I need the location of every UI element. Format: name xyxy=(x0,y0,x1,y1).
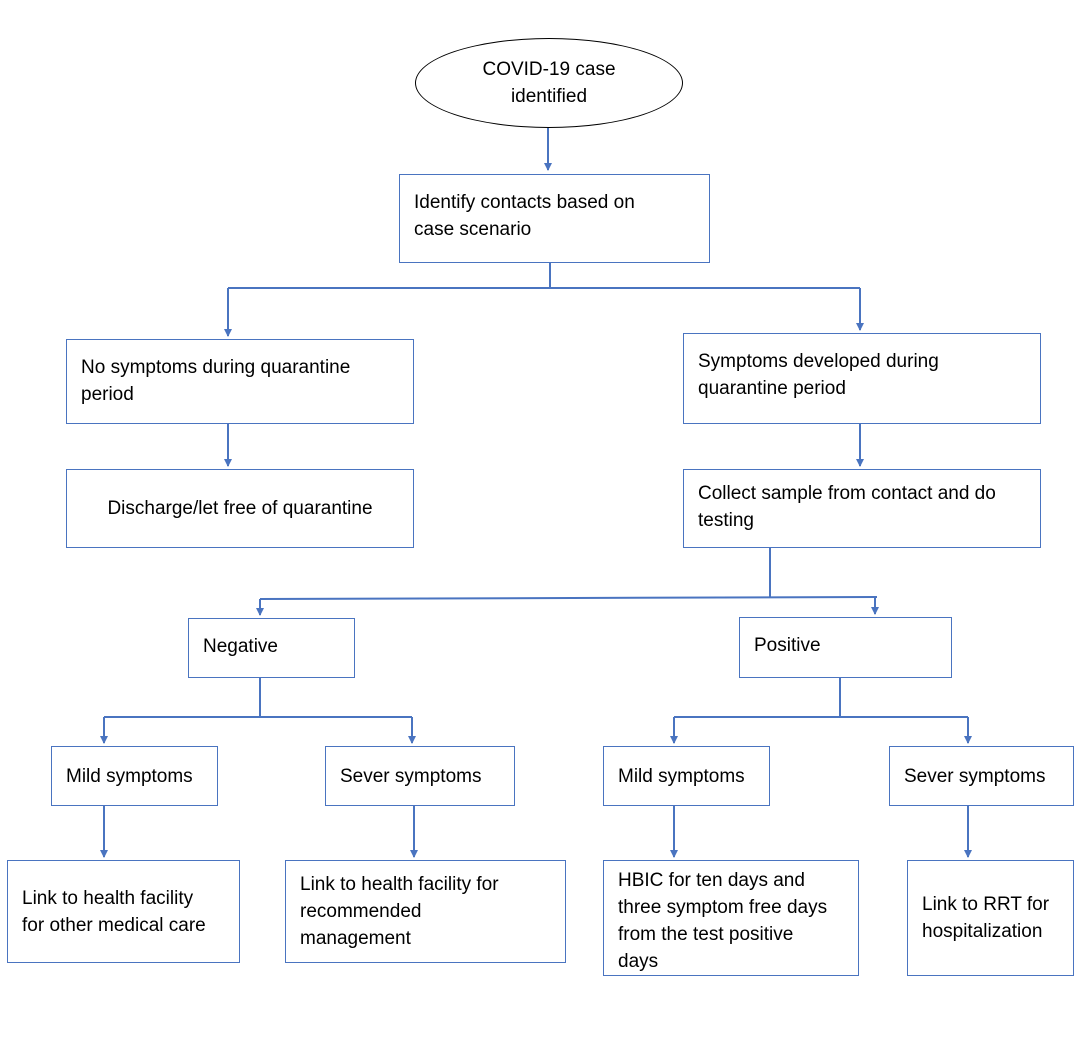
discharge-box: Discharge/let free of quarantine xyxy=(66,469,414,548)
neg-severe-symptoms-box: Sever symptoms xyxy=(325,746,515,806)
neg-mild-action-box: Link to health facility for other medica… xyxy=(7,860,240,963)
start-ellipse-text: COVID-19 case identified xyxy=(482,59,616,107)
identify-contacts-text: Identify contacts based on case scenario xyxy=(414,192,635,240)
neg-mild-action-text: Link to health facility for other medica… xyxy=(22,887,206,936)
connector-negative-split xyxy=(104,678,412,718)
no-symptoms-text: No symptoms during quarantine period xyxy=(81,357,351,405)
no-symptoms-box: No symptoms during quarantine period xyxy=(66,339,414,424)
positive-text: Positive xyxy=(754,635,821,656)
pos-severe-action-text: Link to RRT for hospitalization xyxy=(922,894,1050,942)
negative-text: Negative xyxy=(203,636,278,657)
connector-identify-split xyxy=(228,263,860,289)
pos-severe-symptoms-box: Sever symptoms xyxy=(889,746,1074,806)
pos-mild-symptoms-text: Mild symptoms xyxy=(618,765,745,787)
pos-severe-symptoms-text: Sever symptoms xyxy=(904,765,1046,787)
neg-mild-symptoms-box: Mild symptoms xyxy=(51,746,218,806)
pos-mild-action-box: HBIC for ten days and three symptom free… xyxy=(603,860,859,976)
pos-mild-action-text: HBIC for ten days and three symptom free… xyxy=(618,870,828,972)
symptoms-developed-text: Symptoms developed during quarantine per… xyxy=(698,351,939,399)
identify-contacts-box: Identify contacts based on case scenario xyxy=(399,174,710,263)
neg-severe-action-box: Link to health facility for recommended … xyxy=(285,860,566,963)
start-ellipse: COVID-19 case identified xyxy=(415,38,683,128)
connector-positive-split xyxy=(674,678,968,718)
connector-collect-split xyxy=(259,548,878,600)
pos-severe-action-box: Link to RRT for hospitalization xyxy=(907,860,1074,976)
neg-severe-action-text: Link to health facility for recommended … xyxy=(300,874,499,949)
collect-sample-text: Collect sample from contact and do testi… xyxy=(698,483,996,531)
neg-mild-symptoms-text: Mild symptoms xyxy=(66,765,193,787)
positive-box: Positive xyxy=(739,617,952,678)
symptoms-developed-box: Symptoms developed during quarantine per… xyxy=(683,333,1041,424)
negative-box: Negative xyxy=(188,618,355,678)
discharge-text: Discharge/let free of quarantine xyxy=(107,498,373,519)
collect-sample-box: Collect sample from contact and do testi… xyxy=(683,469,1041,548)
neg-severe-symptoms-text: Sever symptoms xyxy=(340,765,482,787)
pos-mild-symptoms-box: Mild symptoms xyxy=(603,746,770,806)
